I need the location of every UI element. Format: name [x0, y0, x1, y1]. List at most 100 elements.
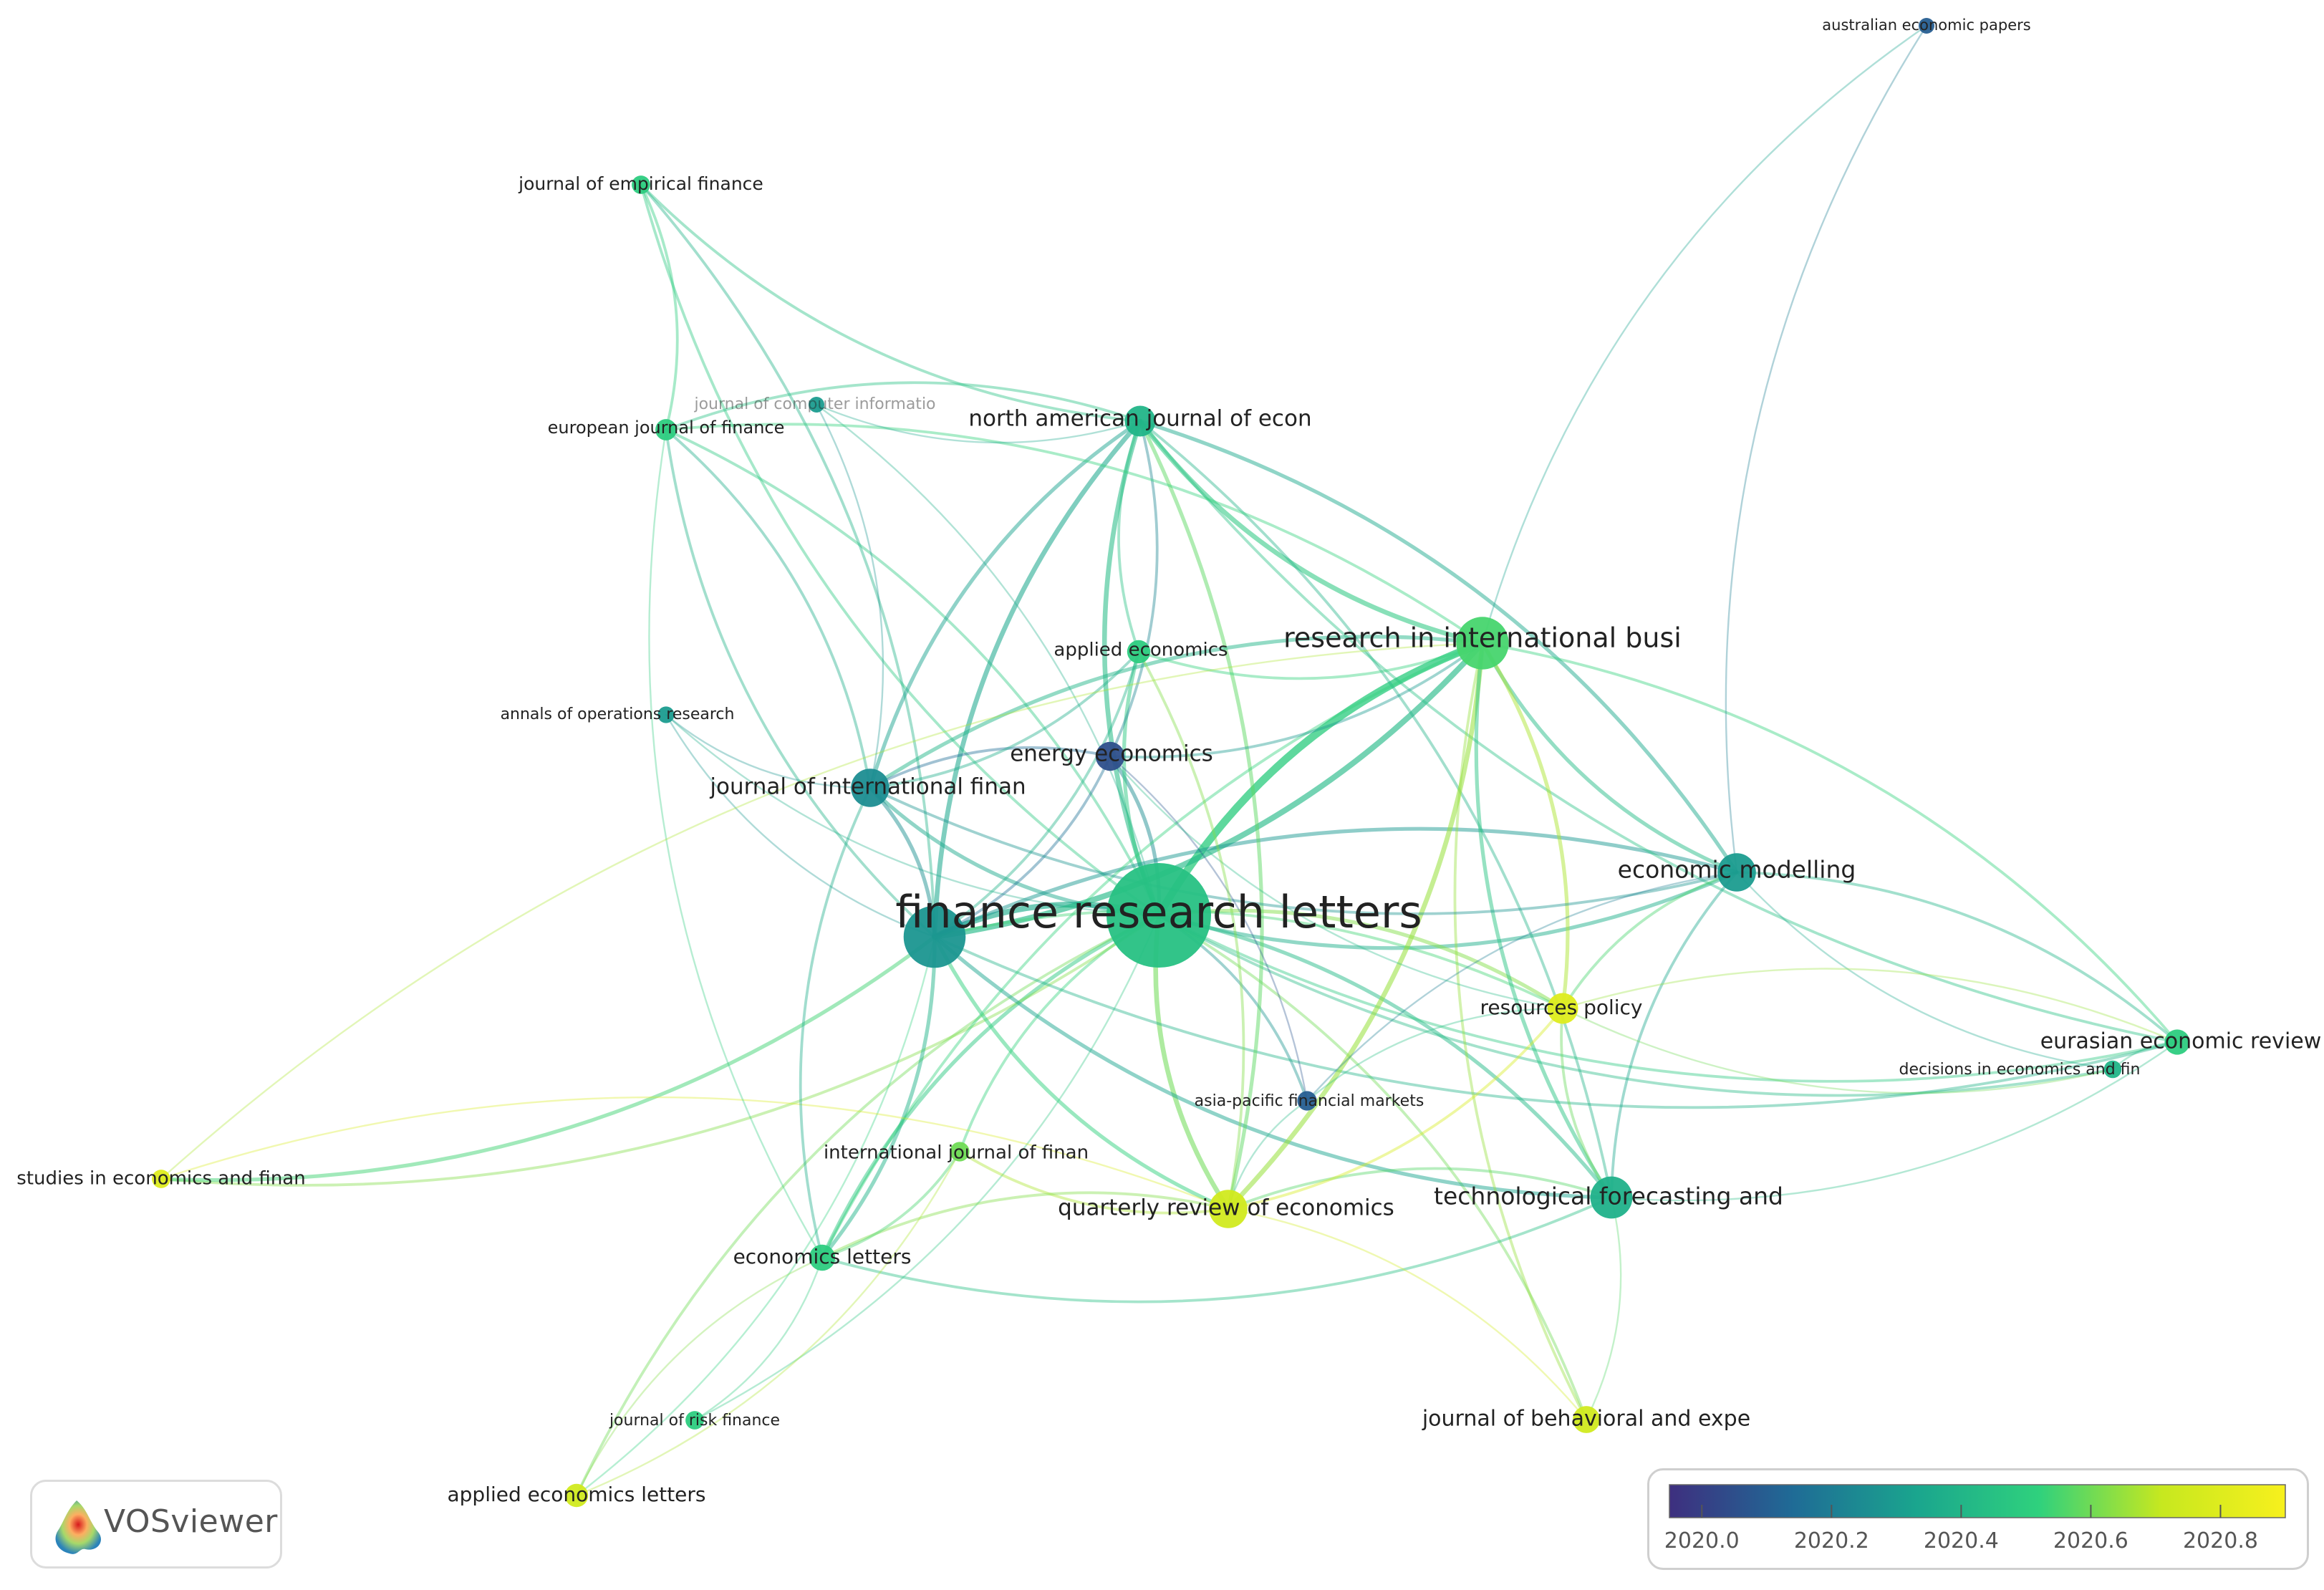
- node-label-ecolet[interactable]: economics letters: [733, 1245, 912, 1268]
- link-ecmod-apfm: [1306, 871, 1738, 1102]
- link-ribaf-ecolet: [821, 642, 1484, 1259]
- link-najef-eer: [1139, 420, 2179, 1044]
- node-ijfe[interactable]: [950, 1142, 970, 1162]
- node-enec[interactable]: [1095, 741, 1125, 771]
- node-decis[interactable]: [2103, 1060, 2122, 1079]
- link-ecmod-tfsc: [1610, 871, 1738, 1199]
- node-respol[interactable]: [1547, 993, 1578, 1024]
- link-ejf-jifm: [665, 428, 872, 789]
- link-ecmod-jifm: [869, 786, 1738, 915]
- link-respol-apfm: [1306, 1007, 1564, 1102]
- link-frl-respol: [1157, 908, 1565, 1011]
- vosviewer-icon: [55, 1500, 101, 1554]
- node-apfm[interactable]: [1297, 1091, 1317, 1111]
- link-big_blue-eer: [933, 935, 2179, 1109]
- node-label-appec[interactable]: applied economics: [1053, 640, 1228, 661]
- link-big_blue-ejf: [665, 428, 936, 938]
- link-najef-jifm: [868, 419, 1142, 790]
- link-tfsc-jbef: [1585, 1196, 1622, 1421]
- link-najef-ejf: [665, 381, 1142, 431]
- node-label-ijfe[interactable]: international journal of finan: [824, 1142, 1089, 1164]
- node-label-ejf[interactable]: european journal of finance: [548, 418, 785, 438]
- node-ribaf[interactable]: [1456, 617, 1509, 670]
- node-label-sef[interactable]: studies in economics and finan: [16, 1168, 305, 1190]
- node-eer[interactable]: [2164, 1029, 2190, 1055]
- node-appec[interactable]: [1127, 640, 1151, 664]
- node-label-jef[interactable]: journal of empirical finance: [518, 173, 763, 194]
- node-aor[interactable]: [657, 706, 675, 723]
- node-label-decis[interactable]: decisions in economics and fin: [1899, 1061, 2141, 1079]
- legend-tick-label: 2020.8: [2183, 1528, 2258, 1553]
- node-sef[interactable]: [152, 1170, 170, 1188]
- node-label-frl[interactable]: finance research letters: [895, 886, 1422, 938]
- node-label-tfsc[interactable]: technological forecasting and: [1434, 1182, 1783, 1210]
- node-najef[interactable]: [1124, 405, 1156, 437]
- link-ecmod-eer: [1735, 871, 2179, 1044]
- link-ribaf-enec: [1109, 642, 1484, 759]
- node-frl[interactable]: [1106, 863, 1211, 968]
- link-big_blue-enec: [933, 755, 1112, 938]
- link-ribaf-aep: [1481, 24, 1928, 645]
- node-label-ecmod[interactable]: economic modelling: [1618, 856, 1856, 884]
- link-frl-najef: [1101, 418, 1162, 918]
- node-ael[interactable]: [564, 1483, 589, 1508]
- link-big_blue-qref: [932, 935, 1230, 1211]
- node-label-jifm[interactable]: journal of international finan: [709, 774, 1026, 800]
- link-ecolet-ael: [575, 1256, 824, 1497]
- vosviewer-logo-text: VOSviewer: [104, 1503, 278, 1540]
- link-frl-jef: [640, 183, 1160, 917]
- link-frl-ejf: [665, 428, 1160, 917]
- node-ejf[interactable]: [655, 419, 677, 440]
- node-jbef[interactable]: [1573, 1406, 1600, 1433]
- node-label-ael[interactable]: applied economics letters: [447, 1483, 705, 1506]
- link-jifm-aor: [665, 713, 872, 789]
- link-ribaf-appec: [1137, 642, 1484, 680]
- node-label-apfm[interactable]: asia-pacific financial markets: [1195, 1092, 1424, 1110]
- node-aep[interactable]: [1919, 18, 1934, 34]
- legend-tick-label: 2020.2: [1794, 1528, 1869, 1553]
- link-ecmod-decis: [1735, 871, 2114, 1071]
- link-frl-ecolet: [820, 913, 1161, 1260]
- node-tfsc[interactable]: [1590, 1176, 1633, 1219]
- link-ejf-ecolet: [648, 428, 824, 1259]
- link-tfsc-eer: [1610, 1041, 2179, 1202]
- link-respol-decis: [1561, 1007, 2114, 1094]
- link-tfsc-qref: [1227, 1167, 1613, 1210]
- link-tfsc-respol: [1560, 1007, 1613, 1199]
- link-frl-jrf: [693, 914, 1160, 1422]
- node-label-eer[interactable]: eurasian economic review: [2040, 1029, 2322, 1054]
- node-qref[interactable]: [1209, 1190, 1248, 1228]
- node-label-jrf[interactable]: journal of risk finance: [609, 1412, 780, 1430]
- node-jef[interactable]: [632, 175, 650, 194]
- link-ribaf-respol: [1480, 641, 1570, 1011]
- node-label-jcif[interactable]: journal of computer informatio: [693, 395, 935, 413]
- link-frl-sef: [160, 914, 1160, 1187]
- vosviewer-logo: VOSviewer: [30, 1480, 282, 1569]
- link-ribaf-tfsc: [1474, 641, 1614, 1200]
- node-ecmod[interactable]: [1717, 853, 1756, 892]
- link-frl-ael: [575, 914, 1160, 1497]
- node-jrf[interactable]: [685, 1411, 704, 1430]
- node-jifm[interactable]: [851, 768, 889, 807]
- node-label-ribaf[interactable]: research in international busi: [1283, 622, 1682, 654]
- label-layer: finance research letters journal of inter…: [16, 16, 2321, 1506]
- node-label-jbef[interactable]: journal of behavioral and expe: [1422, 1407, 1750, 1432]
- node-label-respol[interactable]: resources policy: [1480, 996, 1642, 1019]
- node-label-aep[interactable]: australian economic papers: [1822, 16, 2030, 34]
- link-appec-qref: [1137, 650, 1245, 1210]
- link-qref-sef: [160, 1096, 1230, 1210]
- node-big_blue[interactable]: [903, 905, 966, 968]
- node-label-qref[interactable]: quarterly review of economics: [1058, 1195, 1394, 1221]
- node-label-aor[interactable]: annals of operations research: [501, 705, 735, 723]
- link-ribaf-jifm: [868, 635, 1485, 790]
- link-big_blue-najef: [932, 418, 1143, 940]
- node-label-enec[interactable]: energy economics: [1010, 741, 1213, 767]
- node-ecolet[interactable]: [809, 1244, 836, 1271]
- node-jcif[interactable]: [809, 397, 824, 413]
- link-najef-tfsc: [1139, 420, 1613, 1199]
- node-label-najef[interactable]: north american journal of econ: [968, 406, 1311, 432]
- link-tfsc-ecolet: [821, 1196, 1613, 1304]
